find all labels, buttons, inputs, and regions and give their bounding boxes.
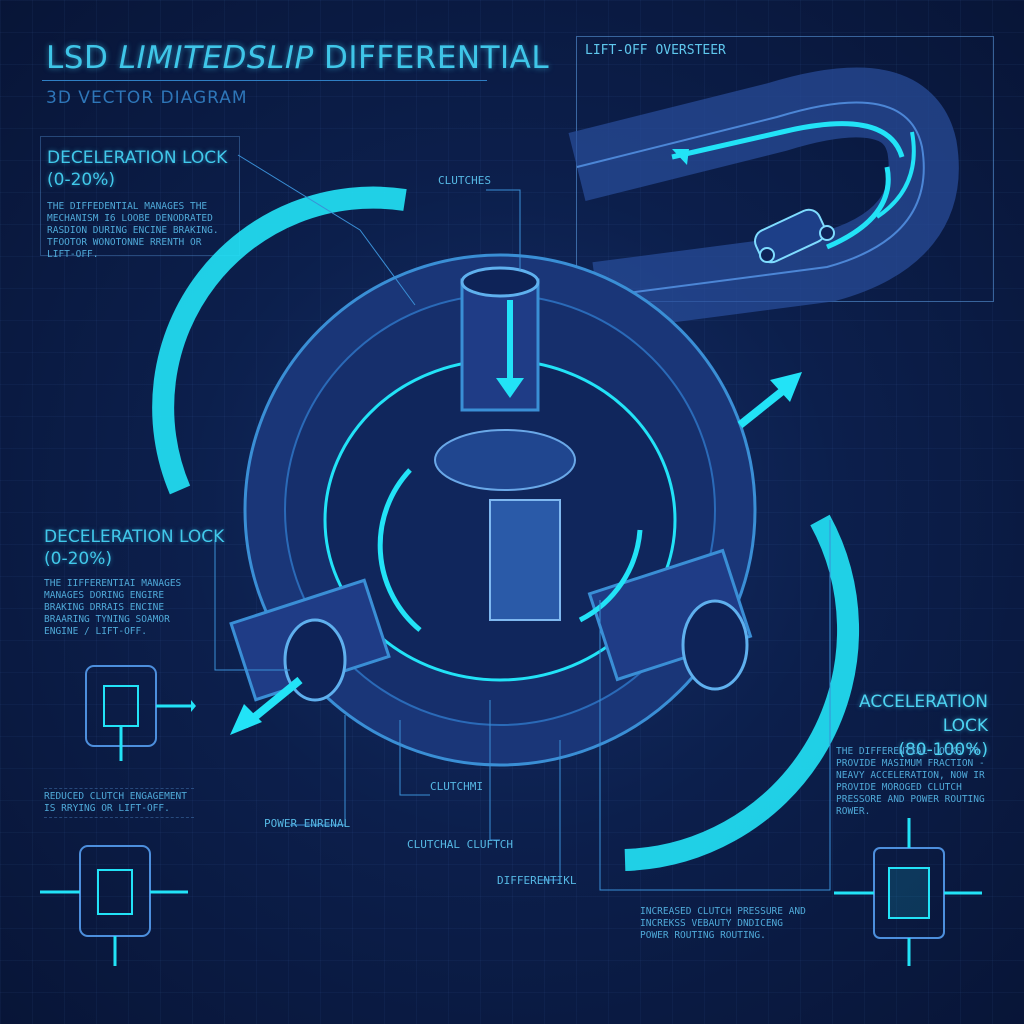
acceleration-body: THE DIFFERENTIAL LOCKS TO PROVIDE MASIMU… (836, 746, 985, 817)
schematic-icon-accel (834, 818, 982, 966)
bottom-right-note: INCREASED CLUTCH PRESSURE AND INCREKSS V… (640, 906, 806, 941)
oversteer-inset: LIFT-OFF OVERSTEER (568, 36, 994, 332)
deceleration-panel-top: DECELERATION LOCK (0-20%) THE DIFFEDENTI… (40, 136, 240, 260)
callout-differential: DIFFERENTIKL (497, 874, 577, 887)
title-underline (42, 80, 487, 81)
callout-clutchal: CLUTCHAL CLUFTCH (407, 838, 513, 851)
deceleration-body-top: THE DIFFEDENTIAL MANAGES THE MECHANISM I… (47, 201, 219, 260)
page-subtitle: 3D VECTOR DIAGRAM (46, 88, 248, 108)
bottom-left-note: REDUCED CLUTCH ENGAGEMENT IS RRYING OR L… (44, 788, 194, 818)
deceleration-body-mid: THE IIFFERENTIAI MANAGES MANAGES DORING … (44, 578, 182, 637)
deceleration-heading-top: DECELERATION LOCK (0-20%) (47, 148, 228, 190)
oversteer-title: LIFT-OFF OVERSTEER (585, 43, 726, 58)
deceleration-heading-mid: DECELERATION LOCK (0-20%) (44, 527, 225, 569)
page-title: LSD LIMITEDSLIP DIFFERENTIAL (46, 40, 550, 76)
schematic-icon-decel-1 (85, 665, 196, 761)
schematic-icon-decel-2 (40, 845, 188, 966)
callout-clutchmi: CLUTCHMI (430, 780, 483, 793)
oversteer-track (568, 67, 959, 332)
callout-power: POWER ENRENAL (264, 817, 351, 830)
acceleration-heading: ACCELERATION LOCK (80-100%) (859, 692, 988, 760)
callout-clutches: CLUTCHES (438, 174, 491, 187)
